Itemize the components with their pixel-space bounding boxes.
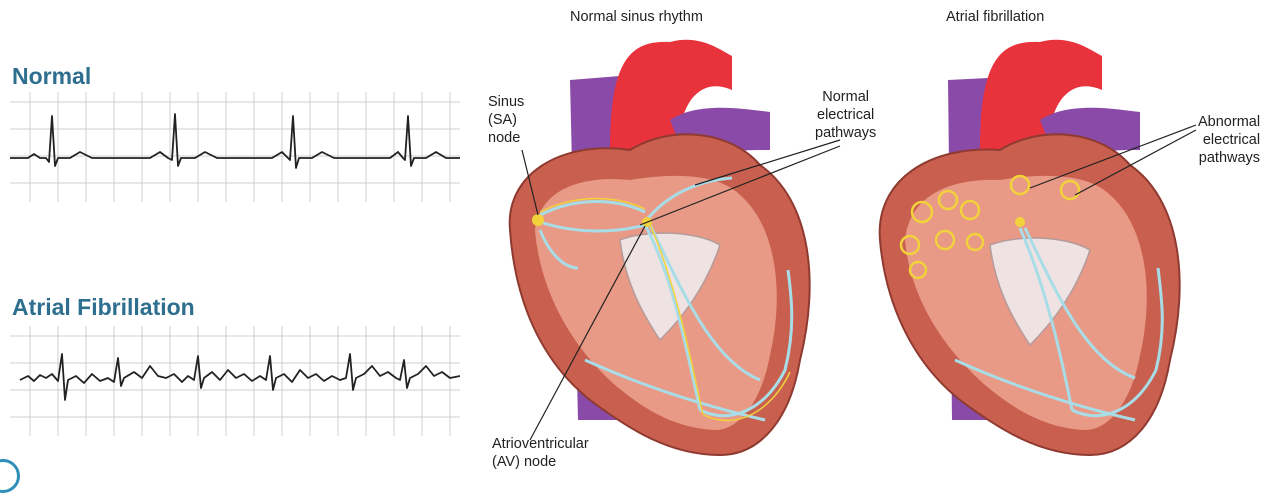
af-ecg-title: Atrial Fibrillation [12,294,195,321]
pulmonary-artery [1040,108,1140,170]
valve [990,238,1090,345]
heart-outer-wall [880,134,1180,455]
normal-ecg-title: Normal [12,63,91,90]
af-ecg-strip [10,326,460,436]
af-heart-illustration: Atrial fibrillation Abnormal electrical … [860,0,1280,479]
normal-ecg-strip [10,92,460,202]
normal-heart-title: Normal sinus rhythm [570,8,703,26]
heart-inner-chambers [905,176,1147,430]
normal-pathway-arrows [540,178,792,420]
ecg-grid [10,326,460,436]
ecg-grid [10,92,460,202]
av-node-label: Atrioventricular (AV) node [492,435,589,471]
vena-cava [948,78,988,420]
leader-lines [1030,125,1196,195]
sa-node [532,214,544,226]
af-ventricle-arrows [955,228,1162,420]
normal-ecg-trace [10,114,460,168]
abnormal-pathways-label: Abnormal electrical pathways [1198,113,1260,167]
normal-pathway-signals [540,198,790,420]
valve [620,233,720,340]
aorta [980,40,1102,170]
abnormal-pathway-loops [901,176,1079,278]
av-node [1015,217,1025,227]
af-heart-drawing [860,0,1280,479]
aorta [610,40,732,170]
corner-badge [0,459,20,493]
heart-inner-chambers [535,176,777,430]
sa-node-label: Sinus (SA) node [488,93,524,147]
av-node [642,217,652,227]
leader-lines [522,140,840,440]
normal-heart-drawing [470,0,890,479]
heart-outer-wall [510,134,810,455]
vena-cava [570,76,620,420]
pulmonary-artery [670,108,770,170]
af-heart-title: Atrial fibrillation [946,8,1044,26]
normal-heart-illustration: Normal sinus rhythm Sinus (SA) node Norm… [470,0,890,479]
